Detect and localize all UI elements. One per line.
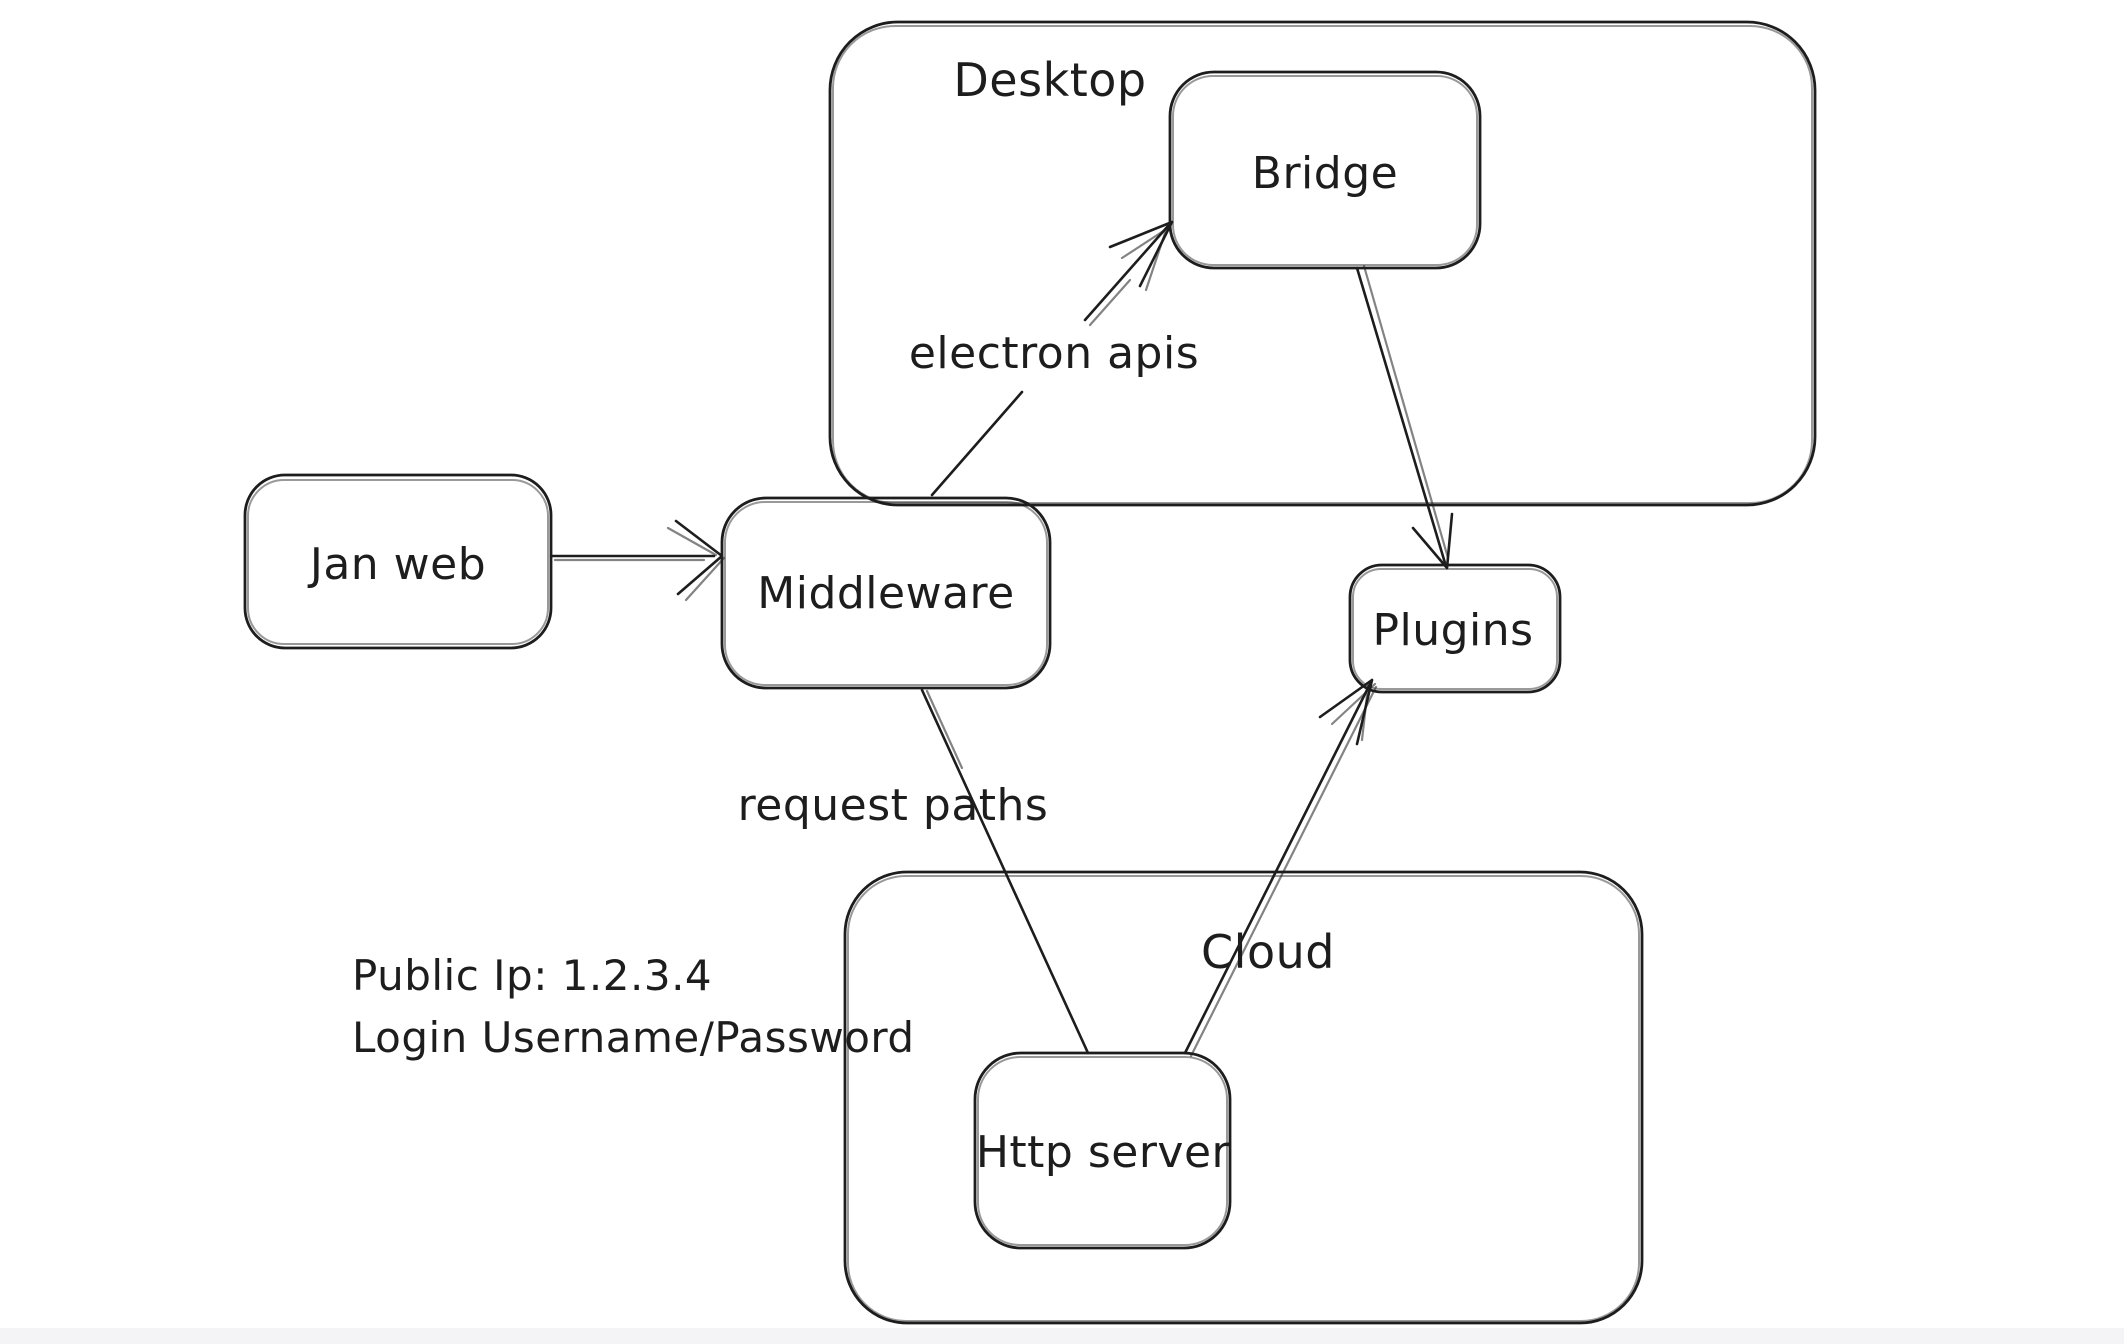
edge-middleware-to-httpserver[interactable]: request paths [738, 688, 1090, 1055]
plugins-label[interactable]: Plugins [1372, 605, 1533, 656]
container-cloud[interactable]: Cloud [843, 870, 1644, 1325]
edge-middleware-to-bridge-arrowhead [1108, 220, 1174, 288]
edge-httpserver-to-plugins[interactable] [1183, 678, 1378, 1058]
node-http-server[interactable]: Http server [973, 1051, 1232, 1250]
canvas-bottom-strip [0, 1328, 2124, 1344]
annotation-public-ip[interactable]: Public Ip: 1.2.3.4 [352, 951, 712, 1000]
cloud-label[interactable]: Cloud [1201, 925, 1335, 979]
node-middleware[interactable]: Middleware [720, 496, 1052, 690]
node-bridge[interactable]: Bridge [1168, 70, 1482, 270]
edge-bridge-to-plugins[interactable] [1355, 264, 1454, 570]
bridge-label[interactable]: Bridge [1252, 148, 1398, 199]
request-paths-label[interactable]: request paths [738, 780, 1049, 831]
node-plugins[interactable]: Plugins [1348, 563, 1562, 694]
http-server-label[interactable]: Http server [976, 1127, 1231, 1178]
annotation-login[interactable]: Login Username/Password [352, 1013, 915, 1062]
node-jan-web[interactable]: Jan web [243, 473, 553, 650]
container-desktop[interactable]: Desktop [828, 20, 1817, 507]
jan-web-label[interactable]: Jan web [307, 539, 486, 590]
desktop-label[interactable]: Desktop [953, 53, 1146, 107]
edge-middleware-to-bridge[interactable]: electron apis [909, 220, 1199, 497]
middleware-label[interactable]: Middleware [757, 568, 1014, 619]
edge-bridge-to-plugins-arrowhead [1411, 512, 1454, 570]
electron-apis-label[interactable]: electron apis [909, 328, 1199, 379]
annotation-credentials[interactable]: Public Ip: 1.2.3.4 Login Username/Passwo… [352, 951, 915, 1062]
